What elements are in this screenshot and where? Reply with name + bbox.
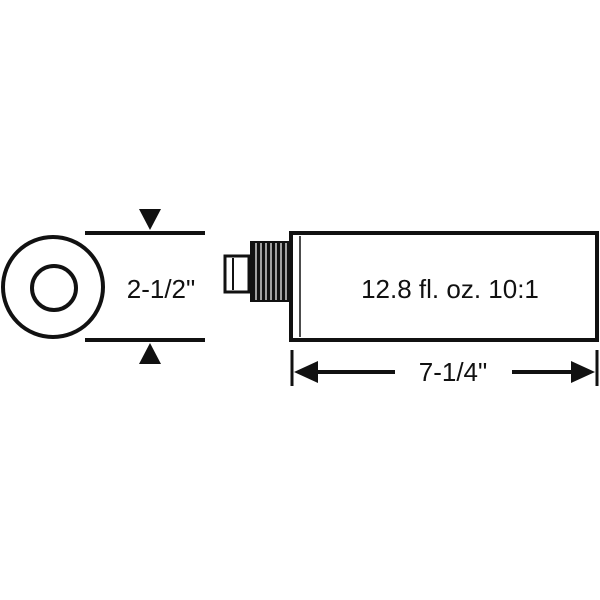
cap-thread-lines (255, 243, 287, 300)
side-view: 12.8 fl. oz. 10:1 (223, 231, 599, 342)
bottle-body-label: 12.8 fl. oz. 10:1 (361, 274, 539, 304)
nozzle-tip (223, 254, 251, 294)
length-label: 7-1/4" (419, 357, 488, 387)
diameter-label: 2-1/2" (127, 274, 196, 304)
diameter-bottom-arrowhead (139, 343, 161, 364)
diameter-top-arrowhead (139, 209, 161, 230)
end-view-inner-circle (30, 264, 78, 312)
end-view (1, 235, 105, 339)
bottle-body (289, 231, 599, 342)
end-view-outer-circle (1, 235, 105, 339)
diameter-dimension: 2-1/2" (85, 209, 205, 364)
length-left-arrowhead (294, 361, 318, 383)
length-dimension: 7-1/4" (290, 350, 599, 387)
length-right-arrowhead (571, 361, 595, 383)
